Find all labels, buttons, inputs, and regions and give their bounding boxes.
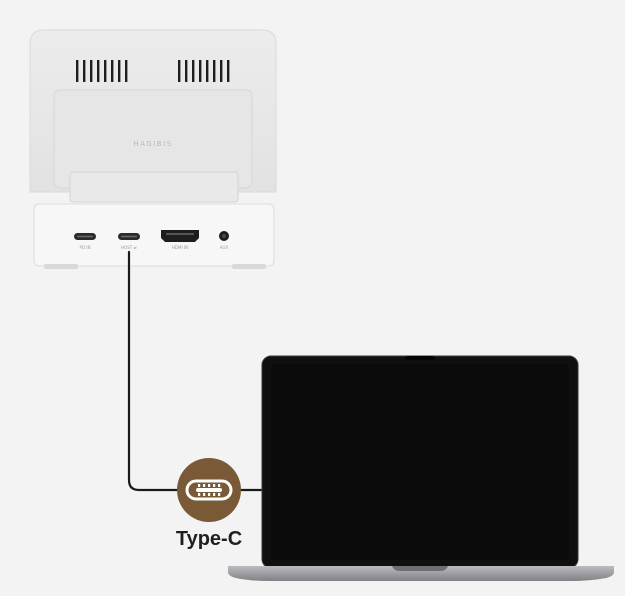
usb-c-cable xyxy=(127,250,270,492)
hdmi-port xyxy=(161,230,199,242)
audio-jack-inner-icon xyxy=(222,234,226,238)
port-label-host: HOST ⇄ xyxy=(121,245,137,250)
usb-c-port-icon xyxy=(185,479,233,501)
type-c-label: Type-C xyxy=(175,528,243,550)
usb-c-tongue-icon xyxy=(77,235,93,238)
port-label-pd-in: PD IN xyxy=(80,245,91,250)
laptop-screen xyxy=(271,364,569,560)
dock-base: PD IN HOST ⇄ HDMI IN AUX xyxy=(33,203,275,269)
vent-grille-left xyxy=(76,60,128,82)
laptop-trackpad-notch xyxy=(392,566,448,571)
monitor-stand-housing xyxy=(53,89,253,189)
port-label-hdmi: HDMI IN xyxy=(172,245,188,250)
hdmi-contacts-icon xyxy=(166,233,194,235)
laptop-base xyxy=(228,566,614,581)
dock-body xyxy=(33,203,275,267)
vent-grille-right xyxy=(178,60,230,82)
dock-foot-right xyxy=(232,264,266,269)
port-label-aux: AUX xyxy=(220,245,229,250)
type-c-badge xyxy=(177,458,241,522)
laptop-camera-notch xyxy=(405,356,435,360)
portable-monitor: HAGIBIS xyxy=(29,29,277,203)
usb-c-tongue-icon xyxy=(121,235,137,238)
monitor-hinge xyxy=(69,171,239,203)
laptop xyxy=(228,355,614,581)
brand-logo: HAGIBIS xyxy=(133,140,172,148)
dock-foot-left xyxy=(44,264,78,269)
